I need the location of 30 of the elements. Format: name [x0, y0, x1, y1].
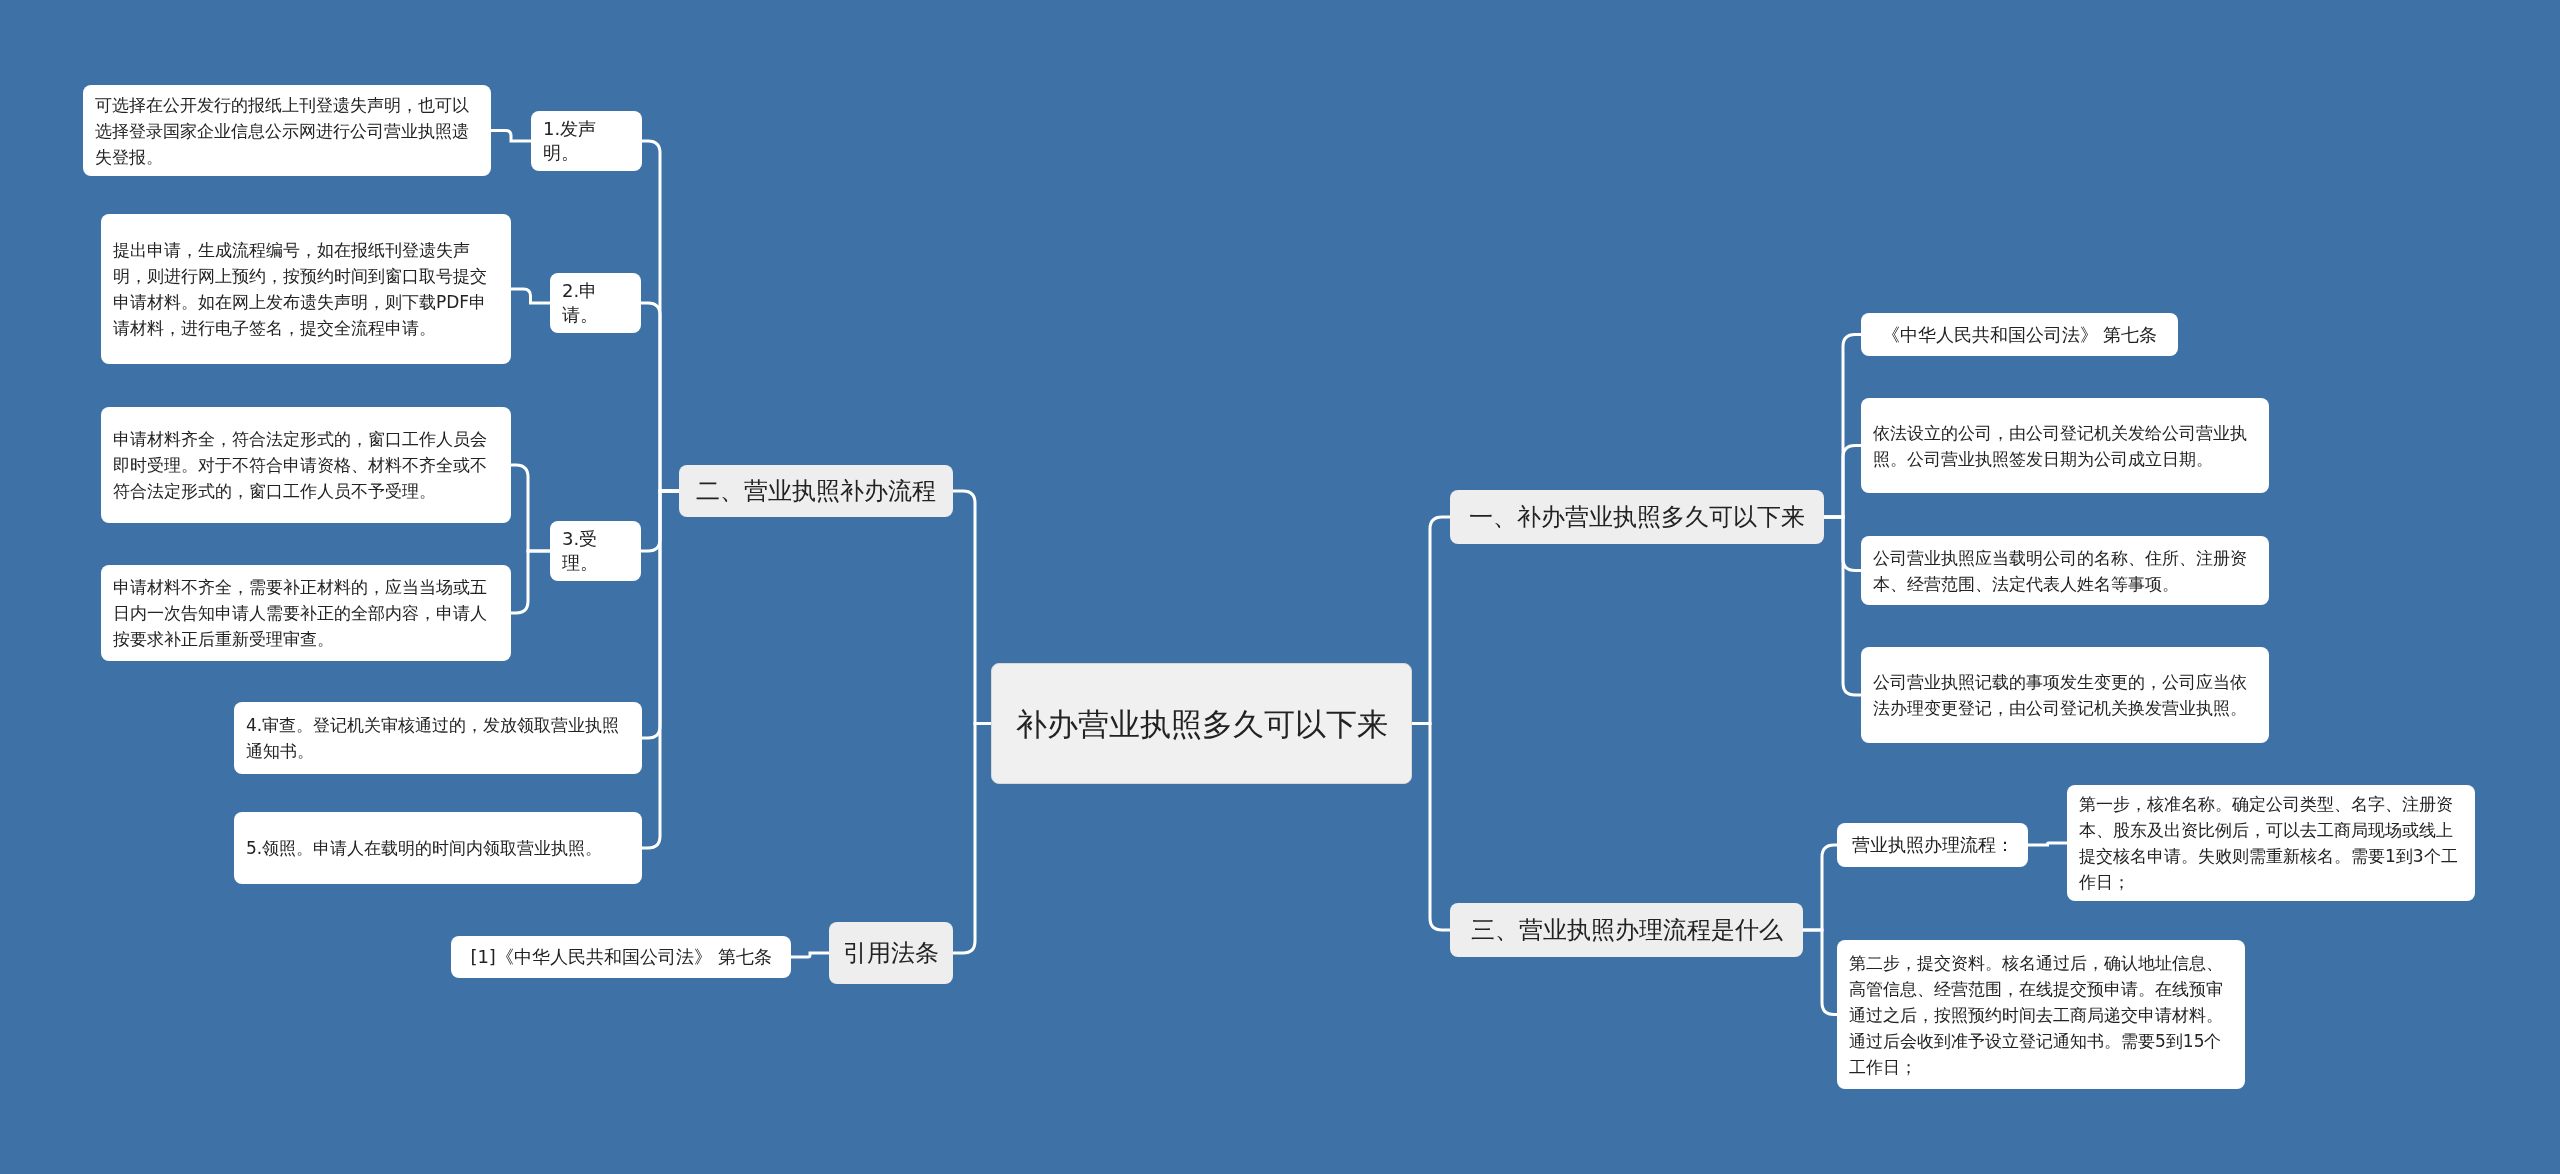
text-card: [1]《中华人民共和国公司法》 第七条 — [451, 936, 791, 978]
connector-line — [791, 951, 829, 959]
topic-box: 2.申请。 — [550, 273, 641, 333]
central-topic-box: 补办营业执照多久可以下来 — [991, 663, 1412, 784]
text-card: 《中华人民共和国公司法》 第七条 — [1861, 313, 2178, 356]
topic-box: 3.受理。 — [550, 521, 641, 581]
topic-box: 1.发声明。 — [531, 111, 642, 171]
text-card: 可选择在公开发行的报纸上刊登遗失声明，也可以选择登录国家企业信息公示网进行公司营业执照遗失登报。 — [83, 85, 491, 176]
connector-line — [642, 489, 679, 850]
connector-line — [2028, 841, 2067, 847]
text-card: 5.领照。申请人在载明的时间内领取营业执照。 — [234, 812, 642, 884]
text-card: 公司营业执照应当载明公司的名称、住所、注册资本、经营范围、法定代表人姓名等事项。 — [1861, 536, 2269, 605]
connector-line — [953, 722, 991, 955]
connector-line — [511, 287, 550, 305]
text-card: 依法设立的公司，由公司登记机关发给公司营业执照。公司营业执照签发日期为公司成立日期。 — [1861, 398, 2269, 493]
text-card: 公司营业执照记载的事项发生变更的，公司应当依法办理变更登记，由公司登记机关换发营业执照。 — [1861, 647, 2269, 743]
text-card: 第二步，提交资料。核名通过后，确认地址信息、高管信息、经营范围，在线提交预申请。在线预审通过之后，按照预约时间去工商局递交申请材料。通过后会收到准予设立登记通知书。需要5到15个工作日； — [1837, 940, 2245, 1089]
connector-line — [1824, 515, 1861, 697]
topic-box: 营业执照办理流程： — [1837, 823, 2028, 867]
text-card: 提出申请，生成流程编号，如在报纸刊登遗失声明，则进行网上预约，按预约时间到窗口取号提交申请材料。如在网上发布遗失声明，则下载PDF申请材料，进行电子签名，提交全流程申请。 — [101, 214, 511, 364]
topic-box: 一、补办营业执照多久可以下来 — [1450, 490, 1824, 544]
text-card: 申请材料齐全，符合法定形式的，窗口工作人员会即时受理。对于不符合申请资格、材料不齐全或不符合法定形式的，窗口工作人员不予受理。 — [101, 407, 511, 523]
text-card: 4.审查。登记机关审核通过的，发放领取营业执照通知书。 — [234, 702, 642, 774]
connector-line — [491, 129, 531, 143]
topic-box: 引用法条 — [829, 922, 953, 984]
topic-box: 二、营业执照补办流程 — [679, 465, 953, 517]
text-card: 申请材料不齐全，需要补正材料的，应当当场或五日内一次告知申请人需要补正的全部内容，申请人按要求补正后重新受理审查。 — [101, 565, 511, 661]
topic-box: 三、营业执照办理流程是什么 — [1450, 903, 1803, 957]
connector-line — [1412, 722, 1450, 932]
text-card: 第一步，核准名称。确定公司类型、名字、注册资本、股东及出资比例后，可以去工商局现场或线上提交核名申请。失败则需重新核名。需要1到3个工作日； — [2067, 785, 2475, 901]
